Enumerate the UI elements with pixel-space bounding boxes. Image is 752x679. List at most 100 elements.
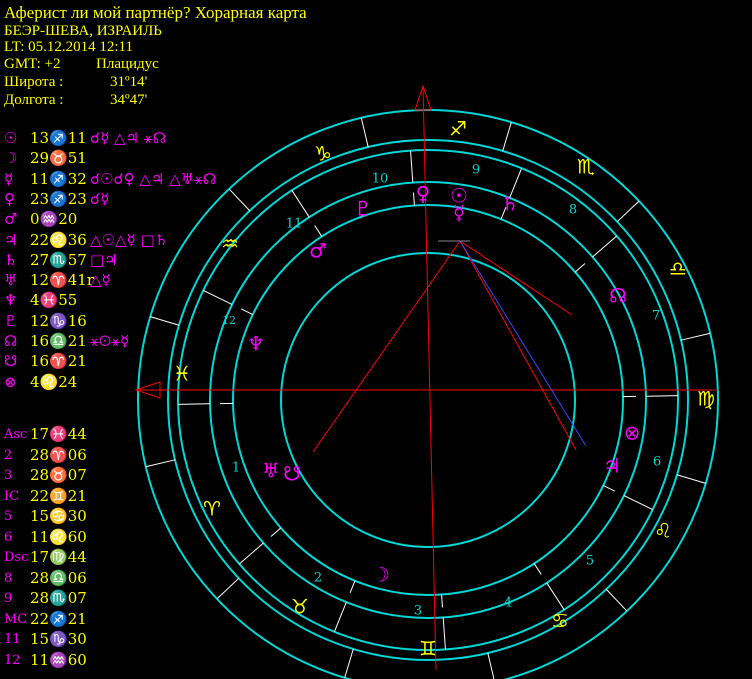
planet-aspects: △☉△☿ □♄ <box>90 230 169 249</box>
local-time: LT: 05.12.2014 12:11 <box>4 39 133 55</box>
aspect-line <box>312 240 461 453</box>
virgo-sign-icon: ♍ <box>697 387 715 411</box>
planet-position: 12♑16 <box>30 311 87 330</box>
mercury-planet-icon: ☿ <box>453 201 465 225</box>
latitude-label: Широта : <box>4 74 64 90</box>
aspect-line <box>459 240 573 316</box>
planet-glyph: ☉ <box>4 129 18 147</box>
planet-glyph: ♂ <box>4 210 18 229</box>
planet-aspects: ☌☉☌♀ △♃ △♅⚹☊ <box>90 169 217 188</box>
mars-planet-icon: ♂ <box>309 239 327 263</box>
latitude-value: 31º14' <box>110 74 148 90</box>
cusp-position: 11♌60 <box>30 527 87 546</box>
planet-position: 27♏57 <box>30 250 87 269</box>
sign-divider <box>145 459 176 468</box>
cusp-position: 22♊21 <box>30 486 87 505</box>
sign-divider <box>150 316 180 326</box>
cusp-label: MC <box>4 611 28 627</box>
planet-glyph: ♅ <box>4 271 18 290</box>
planet-position: 4♓55 <box>30 291 78 310</box>
house-number: 5 <box>586 554 594 569</box>
cusp-label: 3 <box>4 468 13 483</box>
planet-glyph: ♀ <box>4 189 15 208</box>
sun-planet-icon: ☉ <box>450 184 468 208</box>
cusp-label: 12 <box>4 652 21 668</box>
planet-glyph: ☊ <box>4 332 18 350</box>
north-node-planet-icon: ☊ <box>609 284 627 308</box>
gemini-sign-icon: ♊ <box>419 637 437 661</box>
pisces-sign-icon: ♓ <box>173 362 191 386</box>
sign-divider <box>228 188 251 212</box>
taurus-sign-icon: ♉ <box>291 595 309 619</box>
planet-aspects: △☿ <box>90 271 111 290</box>
chart-title: Аферист ли мой партнёр? Хорарная карта <box>4 3 307 22</box>
planet-position: 16♈21 <box>30 352 87 371</box>
planet-aspects: ☌☿ <box>90 189 110 208</box>
house-number: 3 <box>414 604 422 619</box>
sign-divider <box>344 648 354 678</box>
cusp-position: 11♒60 <box>30 650 87 669</box>
house-number: 12 <box>222 314 236 327</box>
aspect-line <box>459 240 587 447</box>
house-cusp-tick <box>603 485 616 492</box>
house-cusp-line <box>509 168 523 199</box>
cusp-position: 28♈06 <box>30 445 87 464</box>
planet-glyph: ☋ <box>4 352 18 371</box>
location: БЕЭР-ШЕВА, ИЗРАИЛЬ <box>4 23 162 39</box>
pluto-planet-icon: ♇ <box>354 197 372 221</box>
house-cusp-tick <box>349 580 356 594</box>
venus-planet-icon: ♀ <box>416 182 431 206</box>
longitude-value: 34º47' <box>110 92 148 108</box>
house-cusp-line <box>410 150 414 183</box>
moon-planet-icon: ☽ <box>372 563 390 587</box>
house-cusp-tick <box>533 563 542 575</box>
house-cusp-line <box>645 395 678 397</box>
house-cusp-tick <box>240 308 253 315</box>
planet-glyph: ♄ <box>4 250 18 269</box>
capricorn-sign-icon: ♑ <box>314 142 332 166</box>
leo-sign-icon: ♌ <box>654 519 672 543</box>
mc-arrow-icon <box>414 84 432 111</box>
planet-glyph: ⊗ <box>4 372 17 391</box>
sign-divider <box>487 652 495 679</box>
cusp-label: 8 <box>4 570 13 586</box>
cusp-label: Dsc <box>4 550 29 565</box>
cusp-label: 6 <box>4 529 13 545</box>
planet-position: 22♌36 <box>30 230 87 249</box>
planet-aspects: ☌☿ △♃ ⚹☊ <box>90 129 167 147</box>
house-cusp-tick <box>441 594 444 608</box>
planet-aspects: ⚹☉⚹☿ <box>90 332 130 350</box>
south-node-planet-icon: ☋ <box>283 462 301 486</box>
house-band-outer-ring <box>177 149 679 651</box>
house-number: 1 <box>232 461 240 476</box>
planet-position: 13♐11 <box>30 129 87 147</box>
cusp-label: 2 <box>4 447 13 463</box>
planet-position: 23♐23 <box>30 189 87 208</box>
scorpio-sign-icon: ♏ <box>577 155 595 179</box>
cusp-label: IC <box>4 488 20 504</box>
house-cusp-line <box>238 542 264 565</box>
house-cusp-line <box>623 495 653 511</box>
cusp-position: 17♍44 <box>30 548 87 566</box>
planet-glyph: ♃ <box>4 230 18 249</box>
aspect-line <box>459 240 577 451</box>
planet-glyph: ♆ <box>4 291 18 310</box>
sign-divider <box>216 577 240 600</box>
house-number: 6 <box>653 455 661 470</box>
house-cusp-tick <box>314 225 323 237</box>
planet-position: 29♉51 <box>30 149 87 168</box>
aquarius-sign-icon: ♒ <box>221 232 239 256</box>
house-number: 2 <box>314 571 322 586</box>
house-cusp-tick <box>574 263 586 273</box>
planet-position: 0♒20 <box>30 210 78 229</box>
planet-position: 11♐32 <box>30 169 87 188</box>
cusp-position: 17♓44 <box>30 425 87 443</box>
planet-glyph: ☽ <box>4 149 18 168</box>
house-cusp-tick <box>270 527 282 537</box>
cusp-position: 15♑30 <box>30 630 87 648</box>
neptune-planet-icon: ♆ <box>247 332 265 356</box>
sagittarius-sign-icon: ♐ <box>449 117 467 141</box>
uranus-planet-icon: ♅ <box>262 459 280 483</box>
